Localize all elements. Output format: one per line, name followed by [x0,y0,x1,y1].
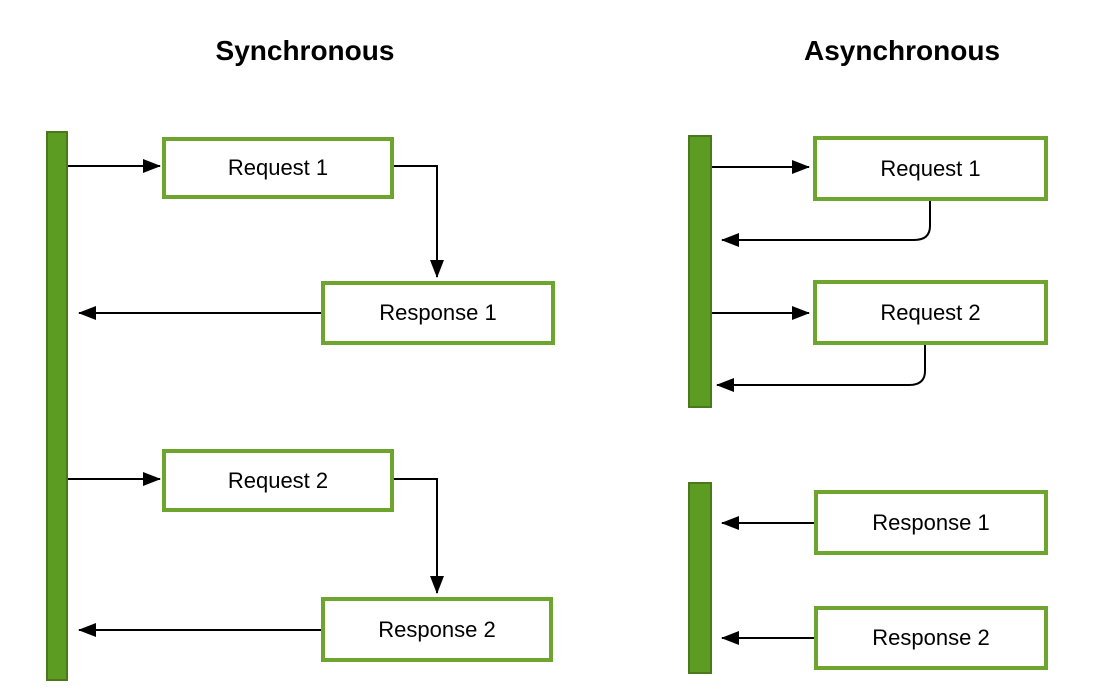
sync-request-1-to-response-1-arrow [393,165,444,278]
async-request-2-box: Request 2 [813,280,1048,345]
async-lifeline-bar-1 [688,135,712,408]
sync-request-2-to-response-2-arrow [393,478,444,594]
async-request-1-label: Request 1 [880,155,981,181]
sync-response-2-label: Response 2 [378,616,496,642]
sync-request-1-label: Request 1 [227,155,329,180]
sync-request-1-box: Request 1 [162,137,394,199]
async-request-2-ack-arrow [716,345,926,392]
async-request-1-ack-arrow [721,201,931,247]
synchronous-title: Synchronous [215,35,395,66]
sync-request-2-box: Request 2 [162,449,394,512]
sync-response-2-box: Response 2 [321,597,553,662]
asynchronous-title: Asynchronous [803,35,1001,66]
async-response-2-box: Response 2 [814,606,1048,670]
async-lifeline-bar-2 [688,482,712,674]
sync-response-1-box: Response 1 [321,281,555,345]
async-response-1-label: Response 1 [872,509,990,535]
async-request-1-box: Request 1 [813,136,1048,201]
async-response-2-label: Response 2 [872,625,990,650]
sync-lifeline-bar [46,131,68,681]
async-response-1-box: Response 1 [814,490,1048,555]
sync-request-2-label: Request 2 [227,467,329,493]
sync-response-1-label: Response 1 [379,300,497,325]
async-request-2-label: Request 2 [880,299,981,325]
